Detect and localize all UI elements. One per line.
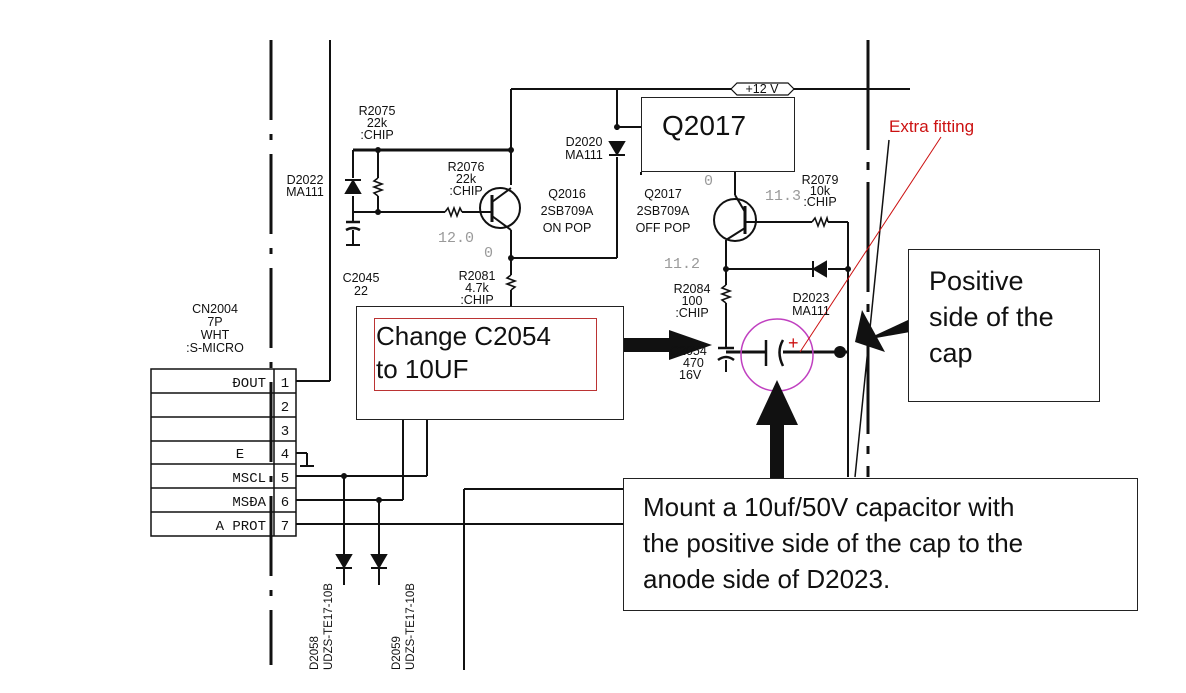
change-note-line: to 10UF <box>376 354 469 384</box>
connector-label: CN2004 <box>192 302 238 316</box>
mount-note-line: the positive side of the cap to the <box>643 528 1024 558</box>
voltage-reading: 12.0 <box>438 230 474 247</box>
r2076-type: :CHIP <box>449 184 482 198</box>
voltage-reading: 0 <box>484 245 493 262</box>
mount-instruction-box: Mount a 10uf/50V capacitor with the posi… <box>623 478 1138 611</box>
r2075-label: R2075 <box>359 104 396 118</box>
q2017-role: OFF POP <box>636 221 691 235</box>
q2017-box: Q2017 <box>641 97 795 172</box>
positive-note-line: cap <box>929 338 973 368</box>
c2045-label: C2045 <box>343 271 380 285</box>
component-labels: R2075 22k :CHIP D2022 MA111 C2045 22 R20… <box>286 104 838 670</box>
d2020-label: D2020 <box>566 135 603 149</box>
d2020-part: MA111 <box>565 148 603 162</box>
r2079-type: :CHIP <box>803 195 836 209</box>
q2016-part: 2SB709A <box>541 204 594 218</box>
change-note-box: Change C2054 to 10UF <box>356 306 624 420</box>
positive-note-line: Positive <box>929 266 1024 296</box>
change-note-frame: Change C2054 to 10UF <box>374 318 597 391</box>
pin-number: 3 <box>281 424 289 440</box>
d2022-label: D2022 <box>287 173 324 187</box>
d2022-part: MA111 <box>286 185 324 199</box>
pin-name: ĐOUT <box>232 376 266 392</box>
connector-pins: ĐOUT 1 2 3 E 4 MSCL 5 MSĐA 6 A PROT 7 <box>216 376 290 535</box>
rail-label: +12 V <box>745 82 779 96</box>
connector-label: 7P <box>207 315 222 329</box>
voltage-readings: 12.0 0 0 11.3 11.2 <box>438 173 801 273</box>
c2045-value: 22 <box>354 284 368 298</box>
d2059-part: UDZS-TE17-10B <box>405 583 417 670</box>
extra-fitting-pointer <box>799 136 942 353</box>
cap-voltage: 16V <box>679 368 702 382</box>
r2075-value: 22k <box>367 116 388 130</box>
d2058-part: UDZS-TE17-10B <box>323 583 335 670</box>
r2075-type: :CHIP <box>360 128 393 142</box>
q2017-label: Q2017 <box>644 187 682 201</box>
r2079-value: 10k <box>810 184 831 198</box>
d2023-part: MA111 <box>792 304 830 318</box>
pin-name: A PROT <box>216 519 266 535</box>
pin-number: 7 <box>281 519 289 535</box>
r2084-label: R2084 <box>674 282 711 296</box>
q2017-part: 2SB709A <box>637 204 690 218</box>
connector-table <box>150 368 297 537</box>
plus-sign: + <box>788 333 799 353</box>
connector-label: :S-MICRO <box>186 341 244 355</box>
pin-name: E <box>236 447 244 463</box>
cap-label: C2054 <box>670 344 707 358</box>
r2081-label: R2081 <box>459 269 496 283</box>
rail-tag <box>730 82 795 96</box>
connector-labels: CN2004 7P WHT :S-MICRO <box>186 302 244 355</box>
pin-name: MSCL <box>232 471 266 487</box>
r2081-value: 4.7k <box>465 281 489 295</box>
q2016-role: ON POP <box>543 221 592 235</box>
voltage-reading: 11.2 <box>664 256 700 273</box>
pin-number: 4 <box>281 447 289 463</box>
change-note-line: Change C2054 <box>376 321 551 351</box>
mount-note-line: Mount a 10uf/50V capacitor with <box>643 492 1015 522</box>
d2058-label: D2058 <box>309 636 321 670</box>
pin-number: 5 <box>281 471 289 487</box>
pin-number: 2 <box>281 400 289 416</box>
r2079-label: R2079 <box>802 173 839 187</box>
pin-number: 1 <box>281 376 289 392</box>
voltage-reading: 11.3 <box>765 188 801 205</box>
cap-value: 470 <box>683 356 704 370</box>
r2084-value: 100 <box>682 294 703 308</box>
r2081-type: :CHIP <box>460 293 493 307</box>
connector-label: WHT <box>201 328 230 342</box>
r2084-type: :CHIP <box>675 306 708 320</box>
q2017-box-label: Q2017 <box>662 110 747 141</box>
d2023-label: D2023 <box>793 291 830 305</box>
mount-note-line: anode side of D2023. <box>643 564 891 594</box>
r2076-value: 22k <box>456 172 477 186</box>
r2076-label: R2076 <box>448 160 485 174</box>
q2016-label: Q2016 <box>548 187 586 201</box>
pin-number: 6 <box>281 495 289 511</box>
extra-fitting-label: Extra fitting <box>889 117 974 136</box>
positive-note-line: side of the <box>929 302 1054 332</box>
positive-side-note-box: Positive side of the cap <box>908 249 1100 402</box>
pin-name: MSĐA <box>232 495 266 511</box>
d2059-label: D2059 <box>391 636 403 670</box>
voltage-reading: 0 <box>704 173 713 190</box>
